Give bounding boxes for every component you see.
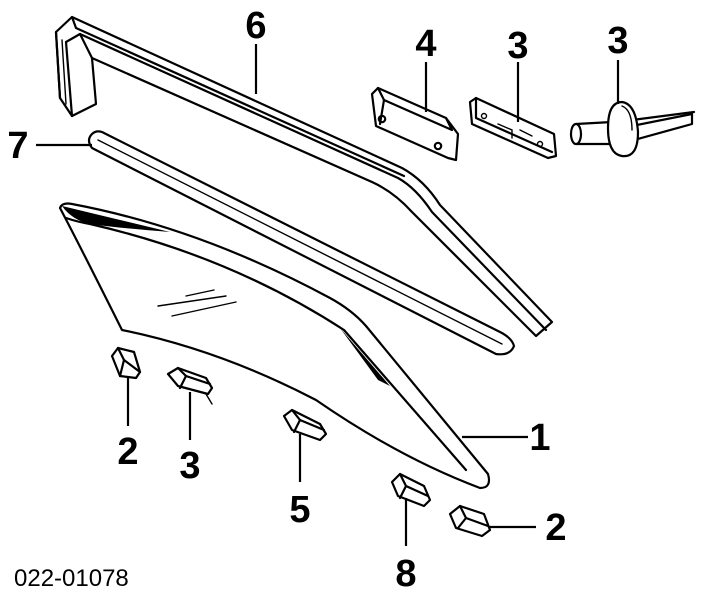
callout-6: 3 bbox=[607, 20, 628, 62]
callout-labels: 6 7 4 3 3 1 2 3 5 8 2 bbox=[7, 5, 628, 595]
part-4-window-channel bbox=[54, 15, 554, 338]
callout-4: 6 bbox=[245, 5, 266, 47]
part-1-door-glass bbox=[58, 202, 491, 490]
callout-8: 4 bbox=[415, 23, 436, 65]
callout-5: 7 bbox=[7, 125, 28, 167]
part-3-clip-a bbox=[166, 366, 214, 405]
callout-2-right: 2 bbox=[545, 507, 566, 549]
callout-2-left: 2 bbox=[117, 431, 138, 473]
callout-7: 3 bbox=[507, 25, 528, 67]
part-6-rivet bbox=[569, 100, 696, 158]
part-8-bracket bbox=[370, 86, 460, 162]
part-2-guide-left bbox=[110, 346, 142, 380]
callout-3-c: 8 bbox=[395, 553, 416, 595]
callout-1: 1 bbox=[529, 417, 550, 459]
part-3-clip-c bbox=[390, 472, 432, 508]
part-3-clip-b bbox=[282, 408, 328, 442]
part-2-guide-right bbox=[448, 504, 492, 538]
callout-3-a: 3 bbox=[179, 445, 200, 487]
part-7-mounting-plate bbox=[468, 96, 558, 160]
callout-3-b: 5 bbox=[289, 489, 310, 531]
diagram-code: 022-01078 bbox=[14, 565, 129, 592]
leader-lines bbox=[36, 44, 620, 546]
